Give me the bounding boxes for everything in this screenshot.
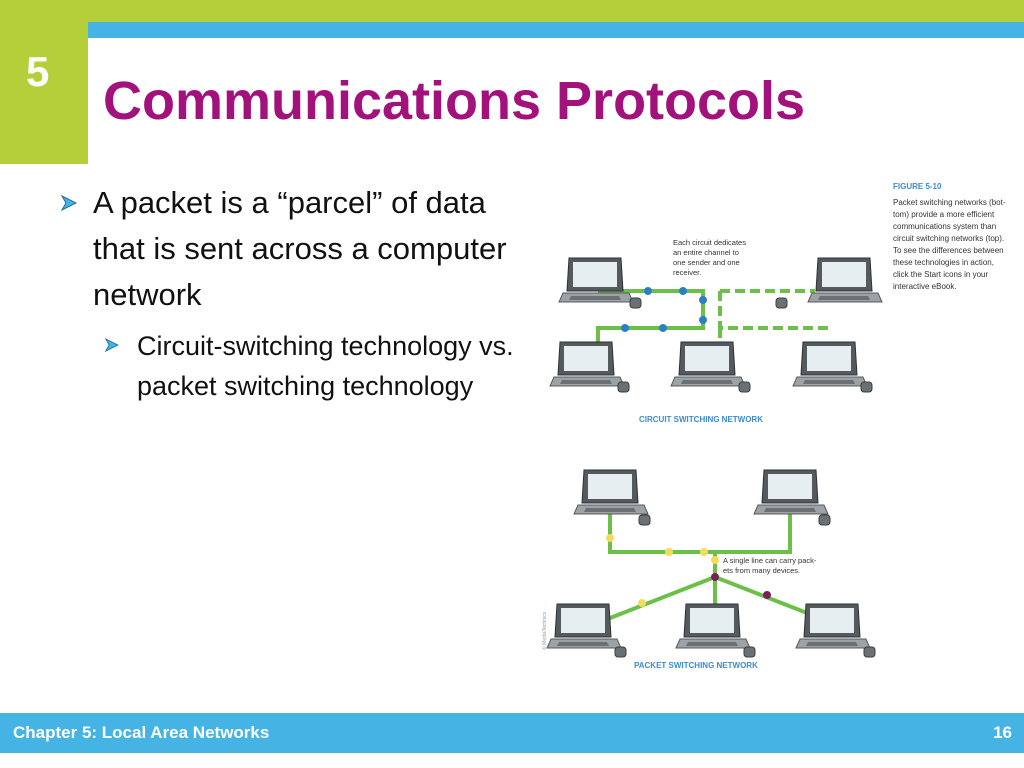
computer-tower-icon <box>617 381 630 393</box>
laptop-icon <box>670 341 746 387</box>
bullet-text: A packet is a “parcel” of data that is s… <box>93 185 507 312</box>
arrow-bullet-icon <box>104 337 119 353</box>
laptop-icon <box>795 603 871 649</box>
circuit-line-solid <box>596 289 705 342</box>
sub-bullet-item: Circuit-switching technology vs. packet … <box>104 326 530 406</box>
bullet-list: A packet is a “parcel” of data that is s… <box>60 180 530 406</box>
sub-bullet-text: Circuit-switching technology vs. packet … <box>137 331 514 401</box>
laptop-icon <box>549 341 625 387</box>
caption-line: communications system than <box>893 222 996 231</box>
caption-line: Packet switching networks (bot- <box>893 198 1006 207</box>
circuit-note-line: one sender and one <box>673 258 740 267</box>
packet-note-line: ets from many devices. <box>723 566 800 575</box>
top-accent-bar <box>0 0 1024 22</box>
computer-tower-icon <box>863 646 876 658</box>
caption-line: these technologies in action, <box>893 258 994 267</box>
computer-tower-icon <box>775 297 788 309</box>
top-blue-band <box>88 22 1024 38</box>
computer-tower-icon <box>818 514 831 526</box>
laptop-icon <box>807 257 883 303</box>
laptop-icon <box>546 603 622 649</box>
packet-dots <box>606 534 771 607</box>
computer-tower-icon <box>638 514 651 526</box>
packet-note-line: A single line can carry pack- <box>723 556 817 565</box>
arrow-bullet-icon <box>60 194 78 212</box>
circuit-network-title: CIRCUIT SWITCHING NETWORK <box>639 415 763 424</box>
computer-tower-icon <box>860 381 873 393</box>
laptop-icon <box>573 469 649 515</box>
page-number: 16 <box>993 723 1012 742</box>
circuit-note-line: Each circuit dedicates <box>673 238 746 247</box>
laptop-icon <box>558 257 634 303</box>
laptop-icon <box>753 469 829 515</box>
circuit-note-line: receiver. <box>673 268 701 277</box>
footer-chapter-title: Chapter 5: Local Area Networks <box>13 723 270 742</box>
computer-tower-icon <box>614 646 627 658</box>
figure-label: FIGURE 5-10 <box>893 182 942 191</box>
caption-line: circuit switching networks (top). <box>893 234 1004 243</box>
image-credit: © MediaTechnics <box>541 611 548 650</box>
footer-bar: Chapter 5: Local Area Networks 16 <box>0 713 1024 753</box>
chapter-number: 5 <box>26 48 50 95</box>
network-figure: FIGURE 5-10 Packet switching networks (b… <box>541 182 1006 670</box>
caption-line: To see the differences between <box>893 246 1004 255</box>
computer-tower-icon <box>629 297 642 309</box>
computer-tower-icon <box>738 381 751 393</box>
circuit-note-line: an entire channel to <box>673 248 739 257</box>
laptop-icon <box>792 341 868 387</box>
chapter-number-tab: 5 <box>0 22 88 164</box>
slide-title: Communications Protocols <box>103 71 806 131</box>
caption-line: tom) provide a more efficient <box>893 210 995 219</box>
caption-line: click the Start icons in your <box>893 270 988 279</box>
caption-line: interactive eBook. <box>893 282 957 291</box>
bullet-item: A packet is a “parcel” of data that is s… <box>60 180 530 318</box>
packet-network-title: PACKET SWITCHING NETWORK <box>634 661 758 670</box>
computer-tower-icon <box>743 646 756 658</box>
laptop-icon <box>675 603 751 649</box>
circuit-dots <box>621 287 707 332</box>
